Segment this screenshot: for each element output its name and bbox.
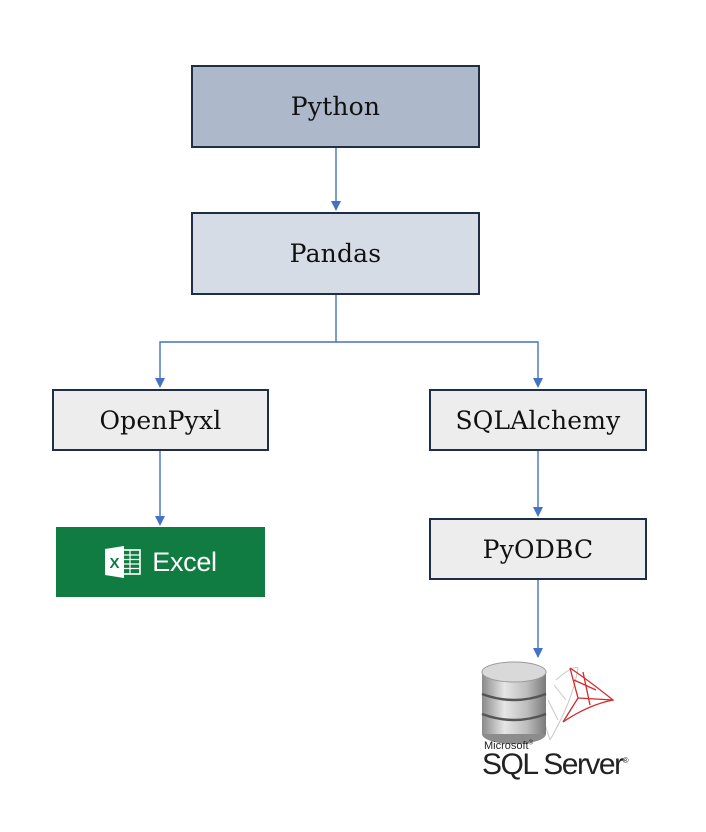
node-label: Python — [290, 92, 381, 121]
product-label: SQL Server® — [482, 748, 629, 781]
node-pyodbc: PyODBC — [429, 518, 647, 580]
arrowhead — [533, 378, 543, 388]
node-python: Python — [191, 65, 480, 148]
edge-pandas-sqlalchemy — [336, 341, 539, 386]
arrowhead — [331, 201, 341, 211]
vendor-label: Microsoft® — [484, 740, 534, 752]
product-text: SQL Server — [482, 748, 624, 781]
node-openpyxl: OpenPyxl — [52, 389, 269, 451]
vendor-text: Microsoft — [484, 740, 529, 752]
sql-server-logo: Microsoft® SQL Server® — [478, 660, 638, 785]
excel-icon: X — [105, 546, 142, 578]
sql-server-icon — [481, 661, 615, 744]
node-label: Pandas — [289, 239, 382, 268]
node-label: PyODBC — [482, 534, 594, 564]
edge-pandas-openpyxl — [159, 295, 337, 386]
arrowhead — [533, 507, 543, 517]
node-pandas: Pandas — [191, 212, 480, 295]
svg-text:X: X — [110, 555, 120, 572]
excel-label: Excel — [152, 546, 217, 577]
arrowhead — [155, 378, 165, 388]
arrowhead — [533, 648, 543, 658]
arrowhead — [155, 516, 165, 526]
node-sqlalchemy: SQLAlchemy — [429, 389, 647, 451]
node-label: OpenPyxl — [99, 405, 222, 435]
excel-logo: X Excel — [56, 527, 265, 597]
node-label: SQLAlchemy — [455, 405, 621, 435]
